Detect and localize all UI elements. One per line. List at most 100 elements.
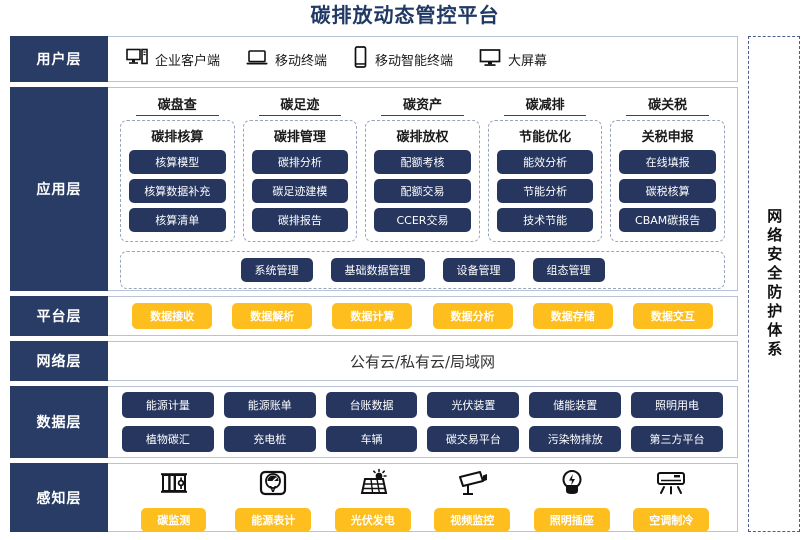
layer-user: 用户层 (10, 36, 738, 82)
layer-user-label: 用户层 (10, 36, 108, 82)
data-row: 植物碳汇 充电桩 车辆 碳交易平台 污染物排放 第三方平台 (122, 426, 723, 452)
security-sidebar: 网络安全防护体系 (748, 36, 800, 532)
app-feature-pill[interactable]: 碳排分析 (251, 150, 349, 174)
app-group-box: 碳排核算 核算模型 核算数据补充 核算清单 (120, 120, 235, 242)
data-source-pill[interactable]: 植物碳汇 (122, 426, 214, 452)
app-group-title: 碳足迹 (258, 94, 342, 116)
app-group-subtitle: 节能优化 (519, 130, 572, 145)
layer-network-body: 公有云/私有云/局域网 (108, 341, 738, 381)
app-feature-pill[interactable]: 技术节能 (496, 208, 594, 232)
data-source-pill[interactable]: 照明用电 (631, 392, 723, 418)
app-feature-pill[interactable]: 配额考核 (374, 150, 471, 174)
user-item-enterprise-client[interactable]: 企业客户端 (126, 48, 220, 71)
platform-capability-list: 数据接收 数据解析 数据计算 数据分析 数据存储 数据交互 (108, 297, 737, 335)
layer-platform-body: 数据接收 数据解析 数据计算 数据分析 数据存储 数据交互 (108, 296, 738, 336)
perception-item-carbon-monitoring[interactable]: 碳监测 (124, 464, 224, 532)
platform-pill[interactable]: 数据分析 (432, 303, 513, 329)
app-group-carbon-tariff: 碳关税 关税申报 在线填报 碳税核算 CBAM碳报告 (610, 94, 725, 242)
app-feature-pill[interactable]: 核算模型 (129, 150, 226, 174)
app-group-subtitle: 关税申报 (641, 130, 694, 145)
layer-platform-label: 平台层 (10, 296, 108, 336)
user-item-label: 企业客户端 (155, 53, 221, 69)
perception-item-video-surveillance[interactable]: 视频监控 (423, 464, 523, 532)
user-item-label: 大屏幕 (508, 53, 548, 69)
perception-pill[interactable]: 能源表计 (235, 507, 312, 532)
user-item-label: 移动终端 (275, 53, 328, 69)
data-source-pill[interactable]: 储能装置 (529, 392, 622, 418)
app-group-subtitle: 碳排核算 (151, 130, 204, 145)
data-source-pill[interactable]: 车辆 (325, 426, 418, 452)
user-item-large-screen[interactable]: 大屏幕 (479, 48, 547, 71)
smartphone-icon (353, 46, 368, 72)
user-item-mobile-terminal[interactable]: 移动终端 (246, 48, 327, 71)
layer-perception-body: 碳监测 V 能源表计 (108, 463, 738, 532)
app-feature-pill[interactable]: 碳税核算 (619, 179, 716, 203)
perception-pill[interactable]: 照明插座 (533, 507, 610, 532)
application-group-list: 碳盘查 碳排核算 核算模型 核算数据补充 核算清单 碳足迹 碳排管理 碳排分析 (108, 88, 737, 242)
energy-meter-icon: V (258, 464, 288, 498)
desktop-pc-icon (126, 48, 148, 71)
common-service-pill[interactable]: 组态管理 (532, 258, 605, 282)
platform-pill[interactable]: 数据接收 (132, 303, 213, 329)
app-group-carbon-reduction: 碳减排 节能优化 能效分析 节能分析 技术节能 (487, 94, 603, 242)
network-text: 公有云/私有云/局域网 (349, 352, 496, 371)
app-group-title: 碳减排 (503, 94, 587, 116)
data-source-pill[interactable]: 能源账单 (223, 392, 316, 418)
platform-pill[interactable]: 数据存储 (532, 303, 613, 329)
data-source-pill[interactable]: 光伏装置 (427, 392, 520, 418)
perception-pill[interactable]: 碳监测 (141, 507, 207, 532)
user-item-smart-mobile-terminal[interactable]: 移动智能终端 (353, 46, 453, 72)
solar-panel-icon (357, 464, 389, 498)
security-sidebar-label: 网络安全防护体系 (765, 208, 784, 360)
layer-network-label: 网络层 (10, 341, 108, 381)
app-feature-pill[interactable]: 核算清单 (129, 208, 226, 232)
layer-perception-label: 感知层 (10, 463, 108, 532)
layer-application-body: 碳盘查 碳排核算 核算模型 核算数据补充 核算清单 碳足迹 碳排管理 碳排分析 (108, 87, 738, 291)
app-feature-pill[interactable]: 核算数据补充 (129, 179, 226, 203)
air-conditioner-icon (654, 464, 688, 498)
perception-device-list: 碳监测 V 能源表计 (108, 464, 737, 532)
light-bulb-icon (559, 464, 585, 498)
app-group-title: 碳盘查 (136, 94, 219, 116)
platform-pill[interactable]: 数据解析 (232, 303, 313, 329)
data-source-pill[interactable]: 碳交易平台 (427, 426, 520, 452)
data-source-pill[interactable]: 能源计量 (122, 392, 214, 418)
perception-pill[interactable]: 视频监控 (434, 507, 511, 532)
app-feature-pill[interactable]: 碳足迹建模 (251, 179, 349, 203)
perception-item-air-conditioning[interactable]: 空调制冷 (622, 464, 722, 532)
perception-pill[interactable]: 空调制冷 (633, 507, 710, 532)
app-group-carbon-asset: 碳资产 碳排放权 配额考核 配额交易 CCER交易 (365, 94, 480, 242)
common-service-pill[interactable]: 系统管理 (240, 258, 313, 282)
app-feature-pill[interactable]: 配额交易 (374, 179, 471, 203)
app-feature-pill[interactable]: 碳排报告 (251, 208, 349, 232)
data-source-pill[interactable]: 台账数据 (325, 392, 418, 418)
layer-application-label: 应用层 (10, 87, 108, 291)
perception-item-lighting-socket[interactable]: 照明插座 (522, 464, 622, 532)
app-group-carbon-inventory: 碳盘查 碳排核算 核算模型 核算数据补充 核算清单 (120, 94, 235, 242)
app-feature-pill[interactable]: 在线填报 (619, 150, 716, 174)
cctv-camera-icon (456, 464, 488, 498)
app-feature-pill[interactable]: CBAM碳报告 (619, 208, 716, 232)
app-feature-pill[interactable]: 能效分析 (496, 150, 594, 174)
common-service-pill[interactable]: 基础数据管理 (330, 258, 425, 282)
app-feature-pill[interactable]: CCER交易 (374, 208, 471, 232)
data-source-pill[interactable]: 充电桩 (223, 426, 316, 452)
layer-user-body: 企业客户端 移动终端 (108, 36, 738, 82)
platform-pill[interactable]: 数据交互 (632, 303, 713, 329)
monitor-icon (479, 48, 501, 71)
data-source-pill[interactable]: 第三方平台 (631, 426, 723, 452)
app-feature-pill[interactable]: 节能分析 (496, 179, 594, 203)
perception-item-solar-power[interactable]: 光伏发电 (323, 464, 423, 532)
app-group-subtitle: 碳排放权 (396, 130, 449, 145)
user-item-label: 移动智能终端 (375, 53, 454, 69)
perception-item-energy-meter[interactable]: V 能源表计 (224, 464, 324, 532)
layer-network: 网络层 公有云/私有云/局域网 (10, 341, 738, 381)
common-service-pill[interactable]: 设备管理 (442, 258, 515, 282)
perception-pill[interactable]: 光伏发电 (334, 507, 411, 532)
platform-pill[interactable]: 数据计算 (332, 303, 413, 329)
data-source-pill[interactable]: 污染物排放 (529, 426, 622, 452)
app-group-box: 碳排放权 配额考核 配额交易 CCER交易 (365, 120, 480, 242)
app-group-title: 碳资产 (381, 94, 464, 116)
carbon-sensor-icon (159, 464, 189, 498)
